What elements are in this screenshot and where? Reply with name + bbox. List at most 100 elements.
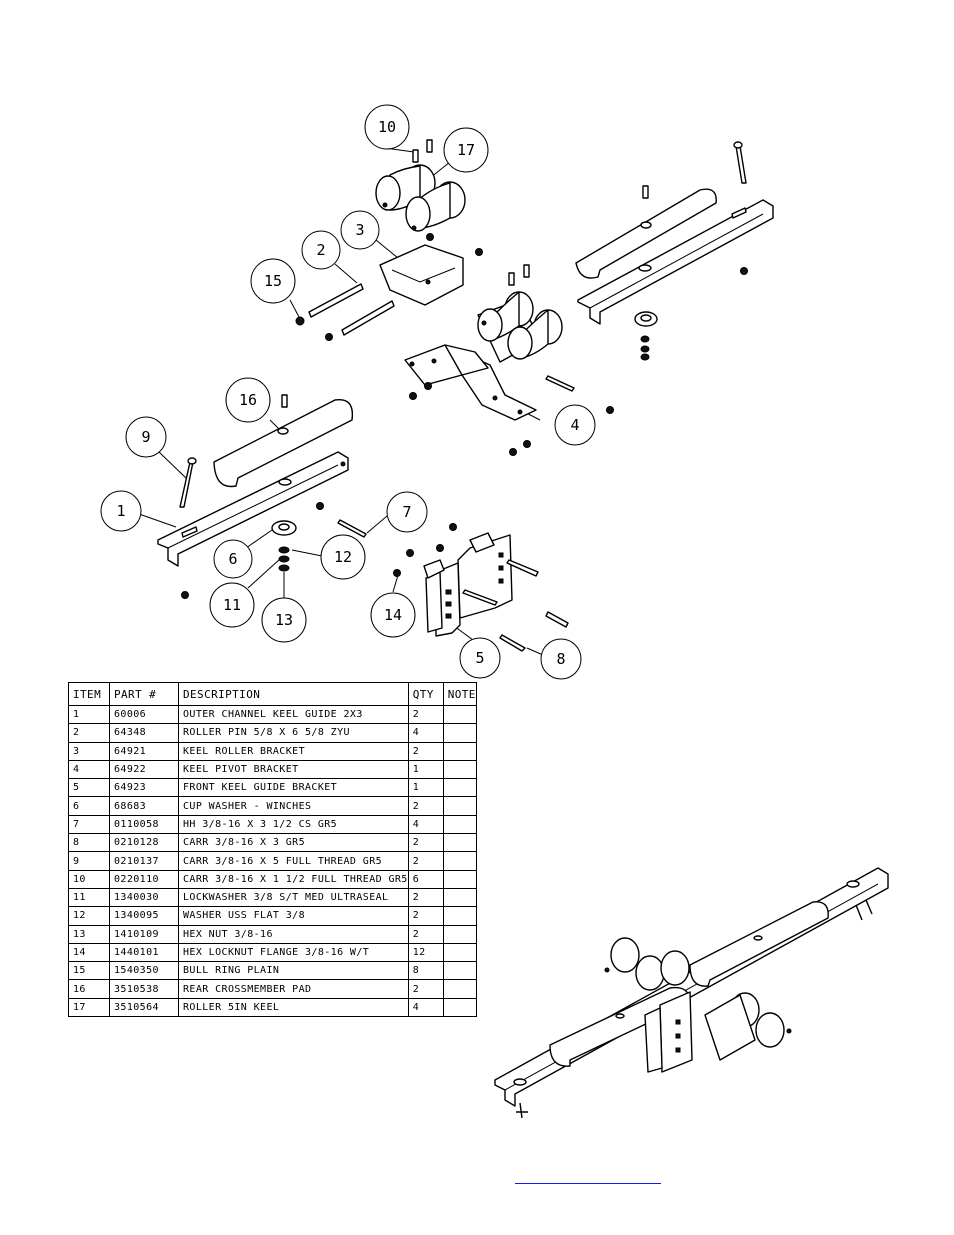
qty-cell: 2 [407, 833, 444, 853]
description-cell: KEEL PIVOT BRACKET [178, 759, 409, 780]
callout-14: 14 [370, 592, 416, 638]
locknuts [181, 233, 748, 599]
item-cell: 8 [68, 833, 110, 853]
callout-16: 16 [225, 377, 271, 423]
item-cell: 10 [68, 869, 110, 889]
description-cell: HEX LOCKNUT FLANGE 3/8-16 W/T [178, 942, 409, 963]
note-cell [442, 759, 477, 780]
part-number-cell: 1540350 [109, 961, 179, 981]
note-cell [442, 723, 477, 743]
description-cell: CARR 3/8-16 X 5 FULL THREAD GR5 [178, 851, 409, 871]
description-cell: ROLLER 5IN KEEL [178, 997, 409, 1018]
header-description: DESCRIPTION [178, 682, 409, 706]
svg-text:11: 11 [223, 596, 241, 614]
note-cell [442, 704, 477, 725]
description-cell: HEX NUT 3/8-16 [178, 924, 409, 944]
part-number-cell: 64348 [109, 723, 179, 743]
item-cell: 2 [68, 723, 110, 743]
note-cell [442, 778, 477, 798]
part-number-cell: 1410109 [109, 924, 179, 944]
note-cell [442, 942, 477, 963]
note-cell [442, 869, 477, 889]
hyperlink-underline[interactable] [515, 1173, 661, 1184]
qty-cell: 1 [407, 759, 444, 780]
svg-text:10: 10 [378, 118, 396, 136]
keel-pivot-bracket [404, 344, 537, 421]
callout-6: 6 [213, 539, 253, 579]
note-cell [442, 961, 477, 981]
callout-9: 9 [125, 416, 167, 458]
description-cell: CUP WASHER - WINCHES [178, 796, 409, 816]
qty-cell: 6 [407, 869, 444, 889]
bolts [179, 139, 747, 652]
part-number-cell: 64923 [109, 778, 179, 798]
qty-cell: 2 [407, 741, 444, 761]
description-cell: BULL RING PLAIN [178, 961, 409, 981]
item-cell: 11 [68, 887, 110, 908]
crossmember-pad-right [575, 188, 717, 279]
part-number-cell: 1440101 [109, 942, 179, 963]
svg-text:2: 2 [316, 241, 325, 259]
cup-washer-right [634, 311, 658, 361]
keel-roller-bracket-upper [379, 244, 464, 306]
note-cell [442, 997, 477, 1018]
callout-7: 7 [386, 491, 428, 533]
qty-cell: 8 [407, 961, 444, 981]
callout-4: 4 [554, 404, 596, 446]
callout-12: 12 [320, 534, 366, 580]
front-keel-guide-bracket [423, 532, 513, 637]
outer-channel-right [577, 199, 774, 325]
note-cell [442, 979, 477, 999]
description-cell: LOCKWASHER 3/8 S/T MED ULTRASEAL [178, 887, 409, 908]
part-number-cell: 64922 [109, 759, 179, 780]
item-cell: 4 [68, 759, 110, 780]
table-header-row: ITEM PART # DESCRIPTION QTY NOTE [68, 682, 477, 706]
outer-channel-left [157, 451, 349, 567]
assembled-view [494, 867, 889, 1119]
description-cell: FRONT KEEL GUIDE BRACKET [178, 778, 409, 798]
qty-cell: 2 [407, 924, 444, 944]
description-cell: WASHER USS FLAT 3/8 [178, 906, 409, 926]
qty-cell: 2 [407, 796, 444, 816]
part-number-cell: 1340095 [109, 906, 179, 926]
header-item: ITEM [68, 682, 110, 706]
item-cell: 17 [68, 997, 110, 1018]
description-cell: HH 3/8-16 X 3 1/2 CS GR5 [178, 814, 409, 835]
qty-cell: 4 [407, 997, 444, 1018]
qty-cell: 12 [407, 942, 444, 963]
description-cell: KEEL ROLLER BRACKET [178, 741, 409, 761]
note-cell [442, 833, 477, 853]
callout-11: 11 [209, 582, 255, 628]
callout-13: 13 [261, 597, 307, 643]
svg-text:12: 12 [334, 548, 352, 566]
item-cell: 15 [68, 961, 110, 981]
part-number-cell: 1340030 [109, 887, 179, 908]
svg-text:15: 15 [264, 272, 282, 290]
callout-10: 10 [364, 104, 410, 150]
callout-5: 5 [459, 637, 501, 679]
svg-text:9: 9 [141, 428, 150, 446]
callout-2: 2 [301, 230, 341, 270]
crossmember-pad-left [213, 398, 354, 488]
qty-cell: 2 [407, 887, 444, 908]
part-number-cell: 64921 [109, 741, 179, 761]
description-cell: CARR 3/8-16 X 1 1/2 FULL THREAD GR5 [178, 869, 409, 889]
header-part-number: PART # [109, 682, 179, 706]
rollers-upper [375, 164, 466, 232]
qty-cell: 4 [407, 814, 444, 835]
part-number-cell: 3510538 [109, 979, 179, 999]
qty-cell: 2 [407, 906, 444, 926]
description-cell: REAR CROSSMEMBER PAD [178, 979, 409, 999]
header-note: NOTE [442, 682, 477, 706]
